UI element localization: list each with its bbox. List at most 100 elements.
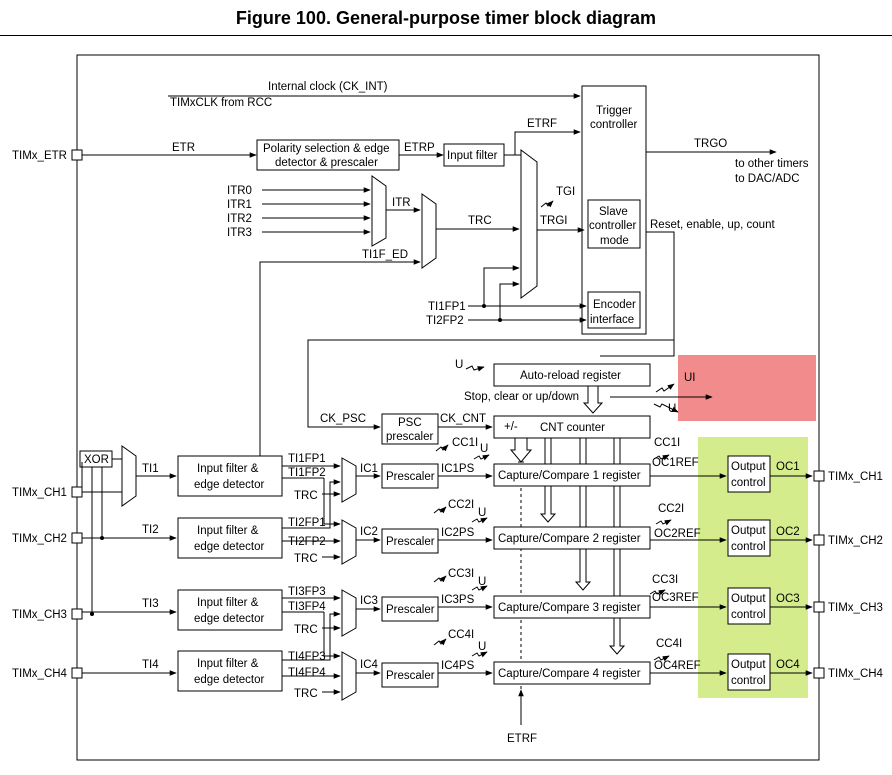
junction-dot — [90, 612, 94, 616]
ch4-ic-label: IC4 — [360, 659, 379, 671]
ch4-cco-arrow — [653, 655, 670, 662]
junction-dot — [498, 318, 502, 322]
ch3-prescaler-label: Prescaler — [386, 604, 435, 616]
ui-arrow — [655, 383, 675, 393]
ch2-out-pin[interactable] — [813, 534, 825, 546]
psc-line1: PSC — [398, 417, 422, 429]
channel-4: TIMx_CH4 TI4 Input filter & edge detecto… — [12, 611, 884, 701]
etr-label: ETR — [172, 142, 195, 154]
ch1-out-line2: control — [731, 477, 766, 489]
cnt-to-ccr1-arrow — [509, 437, 533, 463]
ch3-pin[interactable] — [71, 608, 83, 620]
etr-pin-label: TIMx_ETR — [12, 150, 67, 162]
ch2-pin[interactable] — [71, 532, 83, 544]
ch1-cco-arrow — [653, 454, 670, 461]
etrf-line — [504, 129, 581, 156]
ch4-fpa-to-mux3 — [324, 611, 341, 661]
ch4-pin[interactable] — [71, 667, 83, 679]
ch1-filter-line1: Input filter & — [197, 463, 259, 475]
ch2-trc-label: TRC — [294, 553, 318, 565]
ch1-ic-label: IC1 — [360, 463, 378, 475]
ch4-u-label: U — [478, 641, 486, 653]
internal-clock-label: Internal clock (CK_INT) — [268, 81, 388, 93]
ti1-label: TI1 — [142, 463, 159, 475]
slave-line3: mode — [600, 235, 629, 247]
trc-label: TRC — [468, 215, 492, 227]
title-rule — [0, 35, 892, 36]
channel-1: TIMx_CH1 Input filter & edge detector TI… — [12, 437, 883, 503]
ch2-filter-line2: edge detector — [194, 541, 265, 553]
itr1-label: ITR1 — [227, 199, 252, 211]
ch3-filter-line2: edge detector — [194, 613, 265, 625]
ch1-input-filter-block — [177, 455, 283, 497]
input-filter-label: Input filter — [447, 150, 498, 162]
ch1-oc-label: OC1 — [776, 461, 800, 473]
ch2-filter-line1: Input filter & — [197, 525, 259, 537]
ch4-out-pin-label: TIMx_CH4 — [828, 668, 884, 680]
encoder-interface-block — [587, 291, 641, 329]
stop-clear-label: Stop, clear or up/down — [464, 391, 579, 403]
tgi-label: TGI — [556, 186, 575, 198]
ch1-cco-label: CC1I — [654, 437, 680, 449]
ch1-fpb-to-mux2 — [323, 478, 341, 527]
itr0-label: ITR0 — [227, 185, 252, 197]
ch4-cco-label: CC4I — [656, 638, 682, 650]
ch4-out-pin[interactable] — [813, 667, 825, 679]
psc-line2: prescaler — [386, 431, 433, 443]
u-event-arrow — [653, 403, 679, 413]
ch4-cci-arrow — [433, 638, 447, 646]
ch2-u-label: U — [478, 507, 486, 519]
channel-3: TIMx_CH3 TI3 Input filter & edge detecto… — [12, 568, 883, 637]
ch1-u-label: U — [480, 443, 488, 455]
ch1-fpb-label: TI1FP2 — [288, 467, 326, 479]
ch3-out-pin[interactable] — [813, 601, 825, 613]
update-interrupt-highlight — [678, 355, 816, 421]
ch2-ic-mux — [341, 519, 357, 565]
ch1-out-pin-label: TIMx_CH1 — [828, 471, 883, 483]
channel-2: TIMx_CH2 TI2 Input filter & edge detecto… — [12, 478, 883, 565]
ch1-u-arrow — [473, 454, 490, 461]
encoder-line1: Encoder — [593, 299, 636, 311]
trc-mux — [421, 193, 437, 269]
ch3-ic-mux — [341, 589, 357, 637]
timxclk-label: TIMxCLK from RCC — [170, 97, 272, 109]
ch2-ccr-label: Capture/Compare 2 register — [498, 533, 641, 545]
ch4-icps-label: IC4PS — [441, 660, 475, 672]
slave-line2: controller — [589, 220, 636, 232]
ck-psc-label: CK_PSC — [320, 413, 366, 425]
ch2-out-line1: Output — [731, 525, 766, 537]
ch2-fpa-to-mux1 — [324, 479, 341, 529]
ch3-prescaler-block — [381, 596, 439, 622]
ch4-out-line1: Output — [731, 659, 766, 671]
ch3-icps-label: IC3PS — [441, 594, 475, 606]
ch4-cci-label: CC4I — [448, 629, 474, 641]
ch4-ic-mux — [341, 651, 357, 701]
timer-frame — [76, 54, 820, 761]
ch1-filter-line2: edge detector — [194, 479, 265, 491]
ch1-fpa-label: TI1FP1 — [288, 453, 326, 465]
ch4-filter-line1: Input filter & — [197, 658, 259, 670]
ch3-out-pin-label: TIMx_CH3 — [828, 602, 883, 614]
ch2-ic-label: IC2 — [360, 526, 378, 538]
ch3-fpb-to-mux4 — [323, 612, 341, 659]
ch1-pin-label: TIMx_CH1 — [12, 487, 67, 499]
ch1-out-pin[interactable] — [813, 470, 825, 482]
etr-pin[interactable] — [71, 149, 83, 161]
ch1-pin[interactable] — [71, 486, 83, 498]
ch4-out-line2: control — [731, 675, 766, 687]
ch2-cco-label: CC2I — [658, 503, 684, 515]
reset-enable-label: Reset, enable, up, count — [650, 219, 775, 231]
ch2-output-control-block — [727, 519, 771, 557]
plusminus-label: +/- — [504, 421, 518, 433]
ch3-fpa-label: TI3FP3 — [288, 586, 326, 598]
ch2-icps-label: IC2PS — [441, 527, 475, 539]
ch1-ccr-label: Capture/Compare 1 register — [498, 470, 641, 482]
ch3-output-control-block — [727, 587, 771, 625]
ch4-pin-label: TIMx_CH4 — [12, 668, 68, 680]
ch3-input-filter-block — [177, 589, 283, 631]
itr3-label: ITR3 — [227, 227, 252, 239]
ti2fp2-top-label: TI2FP2 — [426, 315, 464, 327]
ch2-out-line2: control — [731, 541, 766, 553]
ch1-trc-label: TRC — [294, 490, 318, 502]
